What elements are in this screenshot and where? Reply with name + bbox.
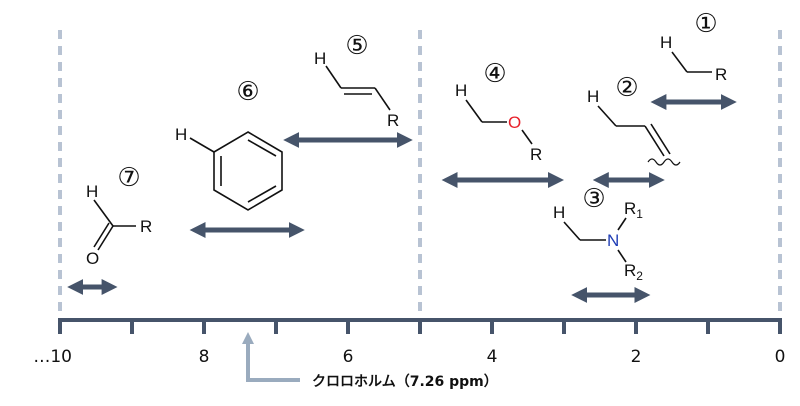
- group-number: ①: [694, 9, 717, 39]
- axis-tick-label: …10: [33, 347, 72, 367]
- group-number: ⑤: [345, 31, 368, 61]
- atom-o: O: [86, 249, 99, 268]
- atom-r: R: [530, 145, 542, 164]
- dashed-guides: [58, 30, 782, 318]
- group-number: ②: [615, 73, 638, 103]
- group-number: ④: [483, 59, 506, 89]
- axis-tick-label: 6: [343, 347, 354, 367]
- atom-nitrogen: N: [607, 231, 619, 250]
- group-number: ⑥: [236, 77, 259, 107]
- axis-tick-label: 4: [487, 347, 498, 367]
- atom-r: R: [387, 111, 399, 130]
- atom-r: R: [140, 217, 152, 236]
- atom-h: H: [455, 81, 467, 100]
- structure-alkyl: H R: [660, 33, 727, 84]
- atom-h: H: [553, 203, 565, 222]
- range-arrows: [67, 93, 737, 304]
- atom-oxygen: O: [508, 113, 521, 132]
- chloroform-label: クロロホルム（7.26 ppm）: [312, 374, 498, 390]
- axis-tick-label: 2: [631, 347, 642, 367]
- atom-h: H: [587, 87, 599, 106]
- ppm-axis: …10 8 6 4 2 0: [33, 318, 785, 367]
- group-numbers: ① ② ③ ④ ⑤ ⑥ ⑦: [117, 9, 717, 214]
- axis-tick-labels: …10 8 6 4 2 0: [33, 347, 785, 367]
- group-number: ③: [582, 184, 605, 214]
- structure-alkene: H R: [314, 49, 399, 130]
- structure-aldehyde: H R O: [86, 182, 152, 268]
- structure-ether: H O R: [455, 81, 542, 164]
- atom-h: H: [175, 125, 187, 144]
- atom-r2: R2: [624, 261, 643, 283]
- atom-r1: R1: [624, 199, 643, 221]
- group-number: ⑦: [117, 163, 140, 193]
- atom-h: H: [86, 182, 98, 201]
- chloroform-marker: クロロホルム（7.26 ppm）: [242, 332, 498, 390]
- axis-tick-label: 8: [199, 347, 210, 367]
- axis-tick-label: 0: [775, 347, 786, 367]
- structure-benzene: H: [175, 125, 283, 211]
- atom-r: R: [715, 65, 727, 84]
- atom-h: H: [660, 33, 672, 52]
- structure-allylic: H: [587, 87, 681, 166]
- axis-ticks: [58, 318, 782, 334]
- atom-h: H: [314, 49, 326, 68]
- structure-amine: H N R1 R2: [553, 199, 643, 283]
